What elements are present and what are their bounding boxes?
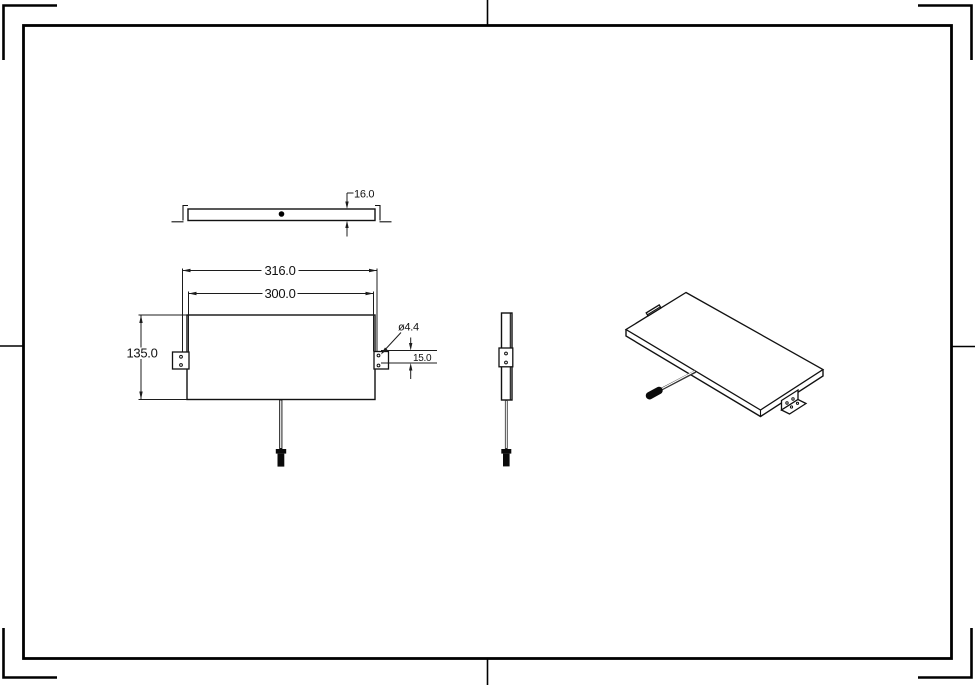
cable-connector-cap xyxy=(501,449,512,454)
bracket-hole xyxy=(179,363,183,367)
hole-diameter-callout: ø4.4 xyxy=(380,322,419,355)
bracket-hole xyxy=(179,354,183,359)
bracket-hole xyxy=(791,397,795,401)
dim-text-panel-height: 135.0 xyxy=(126,346,157,361)
top-view: 16.0 xyxy=(171,189,392,237)
dim-arrow xyxy=(188,291,197,296)
bracket-hole xyxy=(376,363,381,368)
thickness-dimension: 16.0 xyxy=(345,189,375,237)
dim-arrow xyxy=(365,291,374,296)
bracket-hole xyxy=(785,401,789,405)
dim-text-thickness: 16.0 xyxy=(354,189,374,201)
panel-outline xyxy=(186,314,376,401)
dim-text-bracket: 15.0 xyxy=(413,353,432,364)
dim-arrow xyxy=(345,220,349,228)
dim-arrow xyxy=(139,315,143,323)
cable-connector xyxy=(277,453,285,467)
end-tab-right xyxy=(375,204,381,221)
mounting-bracket-left xyxy=(171,351,190,370)
dim-text-hole-diameter: ø4.4 xyxy=(398,322,419,334)
mounting-bracket xyxy=(498,347,514,368)
side-view xyxy=(498,312,514,467)
corner-mark-bottom-right xyxy=(918,628,973,679)
overall-width-dimension: 316.0 xyxy=(182,263,378,352)
panel-strip-outline xyxy=(187,208,376,222)
front-view: 316.0 300.0 135.0 ø4.4 xyxy=(126,263,437,467)
mounting-bracket xyxy=(780,388,808,415)
dim-text-overall-width: 316.0 xyxy=(264,263,295,278)
bracket-hole xyxy=(376,353,381,358)
cable-connector xyxy=(645,386,663,400)
bracket-dimension: 15.0 xyxy=(381,337,437,379)
corner-mark-top-left xyxy=(2,4,57,60)
panel-height-dimension: 135.0 xyxy=(126,314,187,400)
dim-arrow xyxy=(369,268,377,273)
dim-arrow xyxy=(345,201,349,209)
bracket-hole xyxy=(504,351,508,356)
bracket-flange xyxy=(780,398,808,415)
bracket-hole xyxy=(789,405,794,409)
bracket-hole xyxy=(795,401,800,405)
corner-mark-bottom-left xyxy=(2,628,57,679)
isometric-view xyxy=(624,291,825,418)
bracket-hole xyxy=(504,360,508,365)
cable-connector xyxy=(503,453,510,467)
center-hole xyxy=(278,211,285,217)
end-tab-left xyxy=(182,204,188,221)
corner-mark-top-right xyxy=(918,4,973,60)
dim-text-panel-width: 300.0 xyxy=(264,286,295,301)
dim-arrow xyxy=(409,343,413,351)
dim-arrow xyxy=(139,391,143,400)
dim-arrow xyxy=(182,268,191,273)
cable-connector-cap xyxy=(275,449,287,454)
panel-width-dimension: 300.0 xyxy=(188,286,374,352)
dim-arrow xyxy=(409,363,413,371)
sheet-border xyxy=(22,24,953,660)
